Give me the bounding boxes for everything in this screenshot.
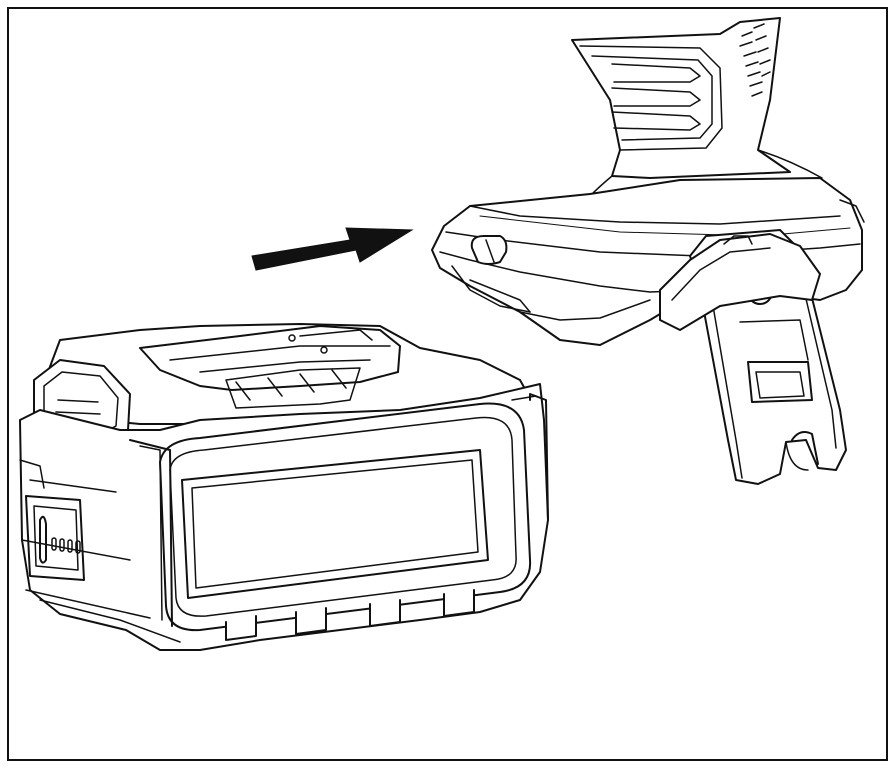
tool-base-icon bbox=[431, 17, 865, 346]
belt-clip-icon bbox=[659, 229, 847, 485]
arrow-right-icon bbox=[251, 227, 414, 271]
figure-border bbox=[7, 7, 888, 761]
battery-pack-icon bbox=[19, 323, 549, 651]
